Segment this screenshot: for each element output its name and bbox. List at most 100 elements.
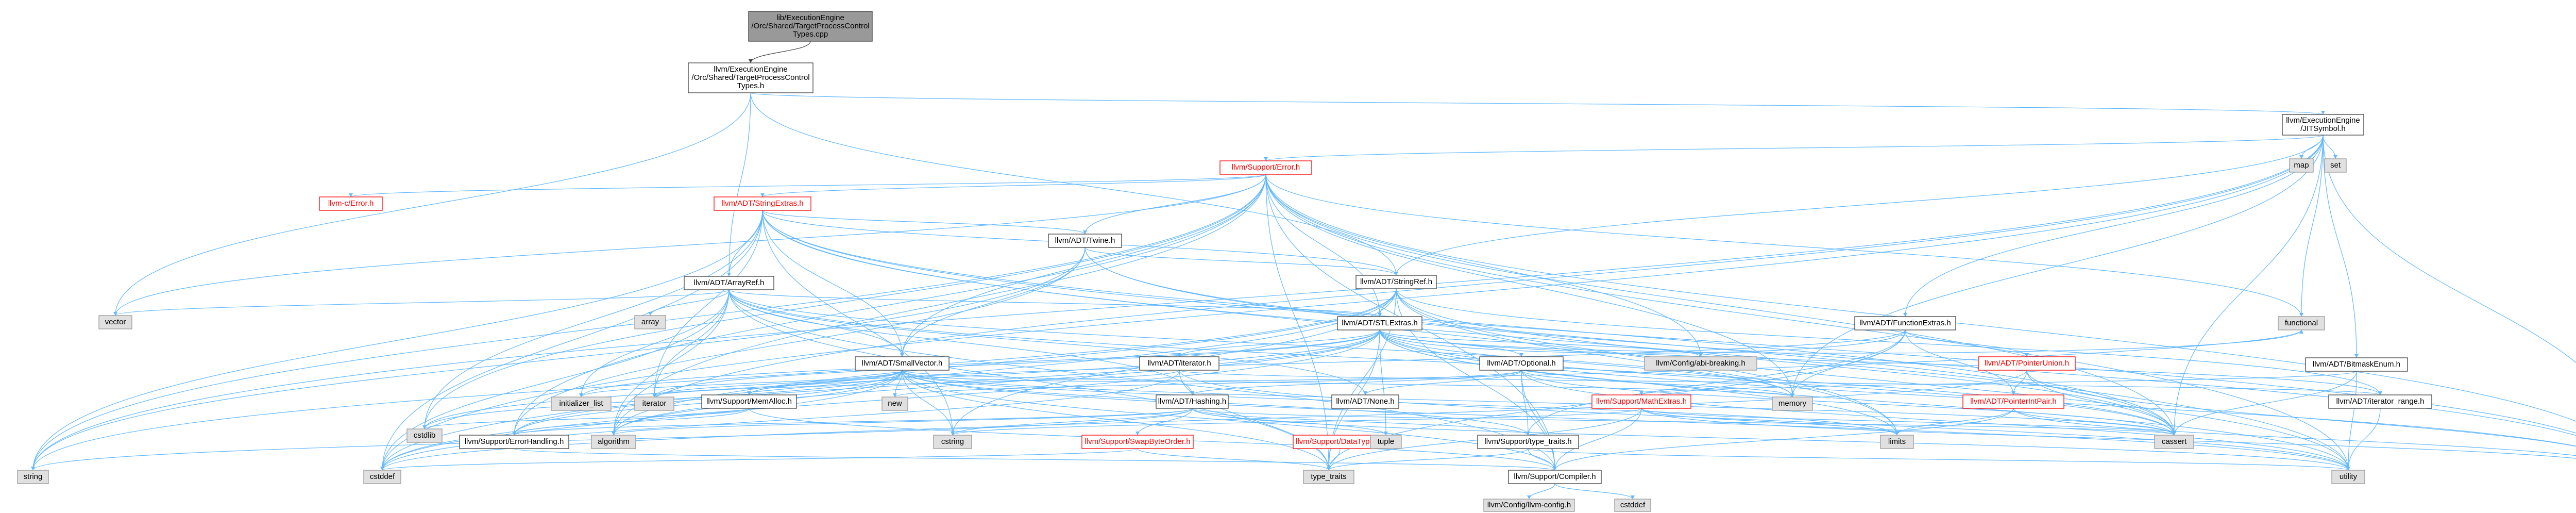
node-tpct[interactable]: llvm/ExecutionEngine/Orc/Shared/TargetPr… (688, 62, 814, 93)
node-label-none: llvm/ADT/None.h (1336, 397, 1394, 406)
node-label-map: map (2294, 161, 2309, 170)
node-box-cstddef (363, 470, 401, 484)
node-label-cerror: llvm-c/Error.h (328, 199, 374, 208)
node-swapbyteorder[interactable]: llvm/Support/SwapByteOrder.h (1081, 435, 1194, 449)
edge-arrayref-to-hashing (728, 289, 1193, 395)
node-box-memalloc (701, 394, 797, 409)
node-none[interactable]: llvm/ADT/None.h (1331, 394, 1399, 409)
edge-errorhandling-to-compiler (514, 448, 1555, 471)
node-smallvector[interactable]: llvm/ADT/SmallVector.h (855, 356, 950, 371)
edge-smallvector-to-functional (902, 329, 2302, 382)
edge-mathextras-to-compiler (1554, 408, 1642, 471)
edge-compiler-to-cstddef2 (1554, 483, 1633, 500)
node-bitmaskenum[interactable]: llvm/ADT/BitmaskEnum.h (2305, 357, 2408, 372)
arrowhead-twine-to-stringref (1394, 272, 1398, 275)
node-adtiterator[interactable]: llvm/ADT/iterator.h (1139, 356, 1219, 371)
edge-smallvector-to-memory (902, 370, 1793, 398)
node-box-tuple (1370, 435, 1402, 449)
node-optional[interactable]: llvm/ADT/Optional.h (1479, 356, 1564, 371)
edge-hashing-to-cstring (952, 408, 1193, 436)
node-label-typetraitsstd: type_traits (1311, 472, 1346, 481)
arrowhead-compiler-to-llvmconfig (1527, 495, 1531, 499)
node-label-cassert: cassert (2162, 437, 2187, 446)
edge-tpct-to-arrayref (728, 92, 751, 277)
node-box-cstring (933, 435, 972, 449)
node-box-twine (1048, 234, 1122, 248)
arrowhead-typetraits-to-compiler (1553, 467, 1557, 470)
node-box-stringextras (714, 196, 811, 211)
edge-arrayref-to-typetraitsstd (728, 289, 1329, 471)
node-error[interactable]: llvm/Support/Error.h (1219, 160, 1312, 175)
arrowhead-stringextras-to-twine (1083, 230, 1087, 234)
arrowhead-stlextras-to-optional (1519, 353, 1523, 357)
edge-optional-to-none (1365, 370, 1522, 395)
edge-twine-to-errorhandling (514, 247, 1086, 436)
edge-functionextras-to-typetraits (1528, 329, 1906, 436)
node-errorhandling[interactable]: llvm/Support/ErrorHandling.h (459, 435, 569, 449)
node-arrayref[interactable]: llvm/ADT/ArrayRef.h (684, 276, 774, 290)
node-box-pointerintpair (1962, 394, 2064, 409)
node-box-map (2289, 158, 2314, 173)
edge-smallvector-to-iterator (654, 370, 903, 398)
node-pointerintpair[interactable]: llvm/ADT/PointerIntPair.h (1962, 394, 2064, 409)
node-label-cstddef2: cstddef (1620, 501, 1646, 509)
arrowhead-hashing-to-cstring (951, 432, 955, 435)
edge-arrayref-to-memory (728, 289, 1793, 398)
edge-jitsymbol-to-functional (2301, 135, 2324, 317)
node-jitsymbol[interactable]: llvm/ExecutionEngine/JITSymbol.h (2282, 114, 2364, 136)
node-pointerunion[interactable]: llvm/ADT/PointerUnion.h (1978, 356, 2076, 371)
node-compiler[interactable]: llvm/Support/Compiler.h (1508, 470, 1602, 484)
node-box-algorithm (591, 435, 636, 449)
edge-jitsymbol-to-functionextras (1905, 135, 2324, 317)
node-label-llvmconfig: llvm/Config/llvm-config.h (1487, 501, 1571, 509)
node-box-mathextras (1591, 394, 1691, 409)
node-initlist: initializer_list (551, 396, 612, 411)
arrowhead-error-to-stringextras (760, 193, 765, 197)
edge-bitmaskenum-to-mathextras (1641, 371, 2357, 395)
edge-stringextras-to-cstring (762, 210, 953, 436)
edge-arrayref-to-cstddef (382, 289, 730, 471)
arrowhead-bitmaskenum-to-mathextras (1639, 391, 1643, 395)
node-box-swapbyteorder (1081, 435, 1194, 449)
arrowhead-arrayref-to-smallvector (900, 353, 904, 357)
node-root[interactable]: lib/ExecutionEngine/Orc/Shared/TargetPro… (748, 11, 873, 42)
node-twine[interactable]: llvm/ADT/Twine.h (1048, 234, 1122, 248)
node-label-tpct: llvm/ExecutionEngine (714, 65, 787, 74)
node-cerror[interactable]: llvm-c/Error.h (319, 196, 383, 211)
node-box-iterator (634, 396, 674, 411)
node-stringref[interactable]: llvm/ADT/StringRef.h (1355, 275, 1437, 289)
node-memory: memory (1772, 396, 1813, 411)
node-functional: functional (2278, 316, 2325, 330)
edge-hashing-to-swapbyteorder (1137, 408, 1193, 436)
node-iteratorrange[interactable]: llvm/ADT/iterator_range.h (2328, 394, 2432, 409)
node-memalloc[interactable]: llvm/Support/MemAlloc.h (701, 394, 797, 409)
arrowhead-swapbyteorder-to-cstddef (380, 467, 384, 470)
node-label-vector: vector (105, 318, 126, 326)
node-label-cstring: cstring (941, 437, 964, 446)
arrowhead-memalloc-to-cstdlib (422, 425, 427, 429)
node-stlextras[interactable]: llvm/ADT/STLExtras.h (1337, 316, 1422, 330)
node-typetraits[interactable]: llvm/Support/type_traits.h (1477, 435, 1579, 449)
node-mathextras[interactable]: llvm/Support/MathExtras.h (1591, 394, 1691, 409)
edge-stringextras-to-cstddef (382, 210, 763, 471)
edge-pointerintpair-to-compiler (1554, 408, 2014, 471)
edge-functionextras-to-pointerunion (1905, 329, 2027, 357)
edge-optional-to-new (894, 370, 1522, 398)
edge-error-to-errorhandling (514, 174, 1266, 436)
edge-mathextras-to-cassert (1641, 408, 2175, 436)
edge-stringextras-to-utility (762, 210, 2349, 471)
edge-stlextras-to-cstddef (382, 329, 1380, 471)
edge-stringextras-to-iterator (654, 210, 763, 398)
edge-smallvector-to-cstddef (382, 370, 903, 471)
node-label-root: /Orc/Shared/TargetProcessControl (751, 22, 869, 30)
edge-pointerintpair-to-cstdint (2013, 408, 2576, 456)
node-stringextras[interactable]: llvm/ADT/StringExtras.h (714, 196, 811, 211)
node-functionextras[interactable]: llvm/ADT/FunctionExtras.h (1854, 316, 1956, 330)
node-box-optional (1479, 356, 1564, 371)
node-label-cstddef: cstddef (370, 472, 395, 481)
edge-optional-to-memory (1521, 370, 1793, 398)
edge-hashing-to-cassert (1192, 408, 2175, 436)
node-box-cstdlib (406, 428, 443, 443)
arrowhead-hashing-to-algorithm (612, 432, 616, 435)
node-hashing[interactable]: llvm/ADT/Hashing.h (1156, 394, 1229, 409)
